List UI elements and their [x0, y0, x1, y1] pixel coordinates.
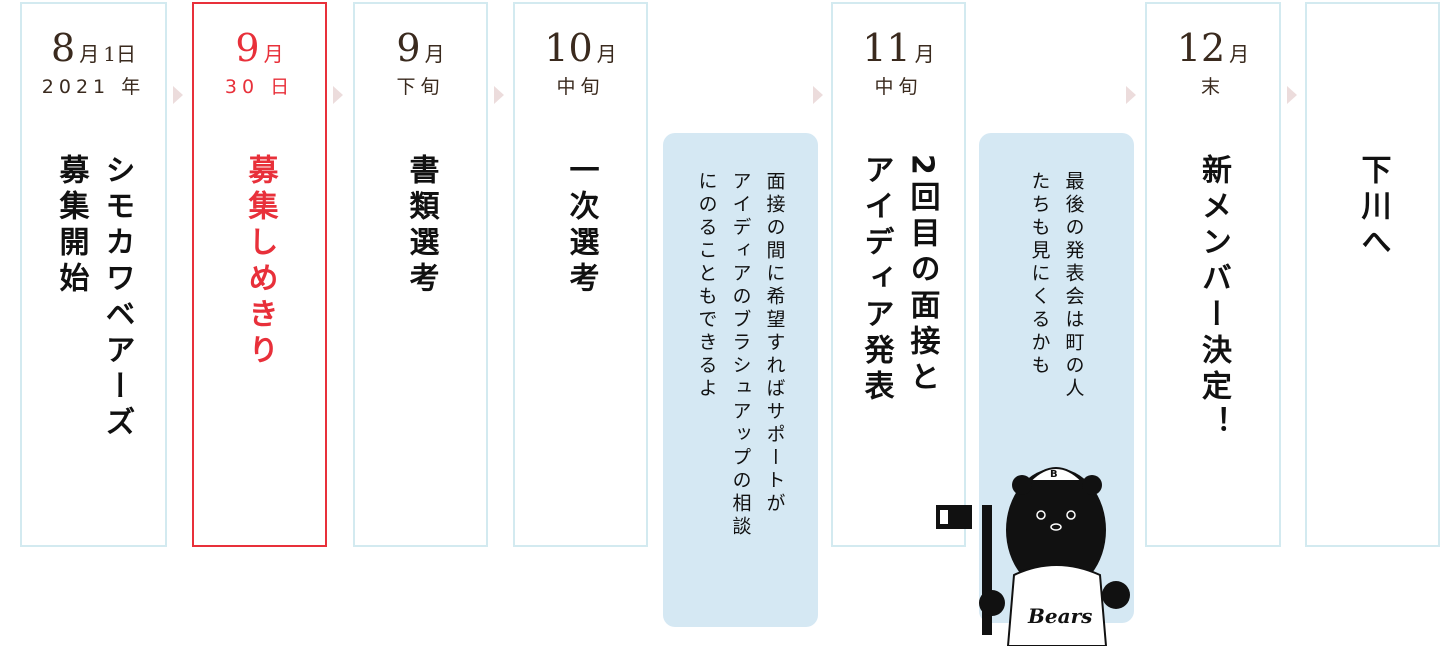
arrow-icon — [1126, 86, 1136, 104]
month-number: 12 — [1176, 26, 1226, 70]
note-line: にのることもできるよ — [695, 171, 718, 401]
step-title: シモカワベアーズ募集開始 — [22, 154, 165, 442]
arrow-icon — [333, 86, 343, 104]
month-unit: 月 — [596, 42, 617, 66]
title-line: 書類選考 — [403, 154, 439, 298]
title-line: 一次選考 — [563, 154, 599, 298]
day-label: 30 日 — [224, 76, 295, 98]
month-number: 9 — [396, 26, 421, 70]
note-support: 面接の間に希望すればサポートがアイディアのブラシュアップの相談にのることもできる… — [663, 133, 818, 627]
arrow-icon — [173, 86, 183, 104]
title-line: 下川へ — [1355, 154, 1391, 262]
month-number: 11 — [862, 26, 911, 70]
title-line: 募集開始 — [53, 154, 89, 298]
note-line: 面接の間に希望すればサポートが — [763, 171, 786, 516]
title-line: 2回目の面接と — [904, 154, 940, 397]
note-line: アイディアのブラシュアップの相談 — [729, 171, 752, 539]
note-line: 最後の発表会は町の人 — [1062, 171, 1085, 401]
note-line: たちも見にくるかも — [1028, 171, 1051, 378]
svg-text:B: B — [1050, 469, 1058, 480]
title-line: シモカワベアーズ — [99, 154, 135, 442]
year-label: 2021 年 — [41, 76, 146, 98]
arrow-icon — [1287, 86, 1297, 104]
note-presentation: 最後の発表会は町の人たちも見にくるかも — [979, 133, 1134, 623]
arrow-icon — [813, 86, 823, 104]
arrow-icon — [494, 86, 504, 104]
month-number: 8 — [51, 26, 76, 70]
title-line: 募集しめきり — [242, 154, 278, 370]
step-title: 新メンバー決定！ — [1147, 154, 1279, 442]
title-line: 新メンバー決定！ — [1196, 154, 1231, 442]
svg-text:Bears: Bears — [1027, 604, 1092, 628]
period-label: 中旬 — [556, 76, 605, 98]
period-label: 下旬 — [396, 76, 445, 98]
step-title: 下川へ — [1307, 154, 1438, 262]
step-title: 一次選考 — [515, 154, 646, 298]
step-card-to-shimokawa: 下川へ — [1305, 2, 1440, 547]
period-label: 末 — [1200, 76, 1225, 98]
month-unit: 月 — [79, 42, 100, 66]
month-unit: 月 — [424, 42, 445, 66]
month-unit: 月 — [914, 42, 935, 66]
month-number: 10 — [544, 26, 593, 70]
day-label: 1日 — [103, 42, 136, 66]
bear-mascot-illustration: B Bears — [936, 467, 1130, 646]
title-line: アイディア発表 — [858, 154, 894, 406]
month-unit: 月 — [1229, 42, 1250, 66]
month-number: 9 — [235, 26, 260, 70]
period-label: 中旬 — [874, 76, 923, 98]
step-title: 書類選考 — [355, 154, 486, 298]
step-title: 募集しめきり — [194, 154, 325, 370]
step-title: 2回目の面接とアイディア発表 — [833, 154, 964, 406]
month-unit: 月 — [263, 42, 284, 66]
